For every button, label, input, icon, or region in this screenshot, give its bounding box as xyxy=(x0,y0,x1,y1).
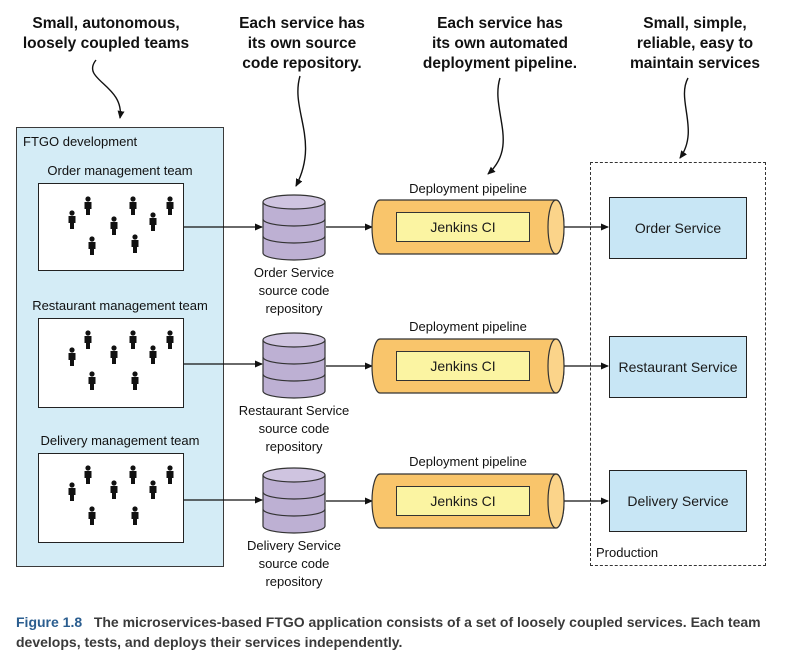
person-icon xyxy=(129,330,137,349)
production-boundary xyxy=(590,162,766,566)
services-heading-line-2: reliable, easy to xyxy=(636,35,754,52)
jenkins-ci-box-order: Jenkins CI xyxy=(396,212,530,242)
repo-label-restaurant: Restaurant Service source code repositor… xyxy=(224,402,364,456)
repo-label-order-line-3: repository xyxy=(265,301,323,316)
repo-label-order-line-1: Order Service xyxy=(253,265,335,280)
pipelines-heading-line-1: Each service has xyxy=(437,15,563,32)
database-icon xyxy=(262,194,326,261)
person-icon xyxy=(149,345,157,364)
pipeline-label-delivery: Deployment pipeline xyxy=(409,454,527,469)
repos-annotation-arrow xyxy=(295,75,307,187)
repo-label-delivery-line-2: source code xyxy=(258,556,330,571)
jenkins-ci-box-restaurant: Jenkins CI xyxy=(396,351,530,381)
services-heading-line-3: maintain services xyxy=(629,55,761,72)
person-icon xyxy=(131,506,139,525)
teams-heading-line-2: loosely coupled teams xyxy=(22,35,190,52)
delivery-team-people xyxy=(68,465,174,525)
production-label: Production xyxy=(596,545,659,560)
services-heading-line-1: Small, simple, xyxy=(643,15,747,32)
figure-caption-text: The microservices-based FTGO application… xyxy=(16,614,761,650)
service-label-delivery: Delivery Service xyxy=(627,493,729,509)
repo-label-order-line-2: source code xyxy=(258,283,330,298)
person-icon xyxy=(110,345,118,364)
team-label-delivery: Delivery management team xyxy=(40,433,200,448)
person-icon xyxy=(88,506,96,525)
jenkins-ci-label-order: Jenkins CI xyxy=(430,219,496,235)
person-icon xyxy=(149,480,157,499)
jenkins-ci-label-restaurant: Jenkins CI xyxy=(430,358,496,374)
person-icon xyxy=(166,196,174,215)
pipelines-heading-line-2: its own automated xyxy=(431,35,569,52)
pipeline-label-order: Deployment pipeline xyxy=(409,181,527,196)
team-box-restaurant xyxy=(38,318,184,408)
person-icon xyxy=(149,212,157,231)
service-box-order: Order Service xyxy=(609,197,747,259)
person-icon xyxy=(166,465,174,484)
person-icon xyxy=(84,330,92,349)
team-label-restaurant: Restaurant management team xyxy=(32,298,208,313)
person-icon xyxy=(131,371,139,390)
person-icon xyxy=(129,465,137,484)
teams-heading: Small, autonomous, loosely coupled teams xyxy=(6,14,206,54)
pipeline-label-restaurant: Deployment pipeline xyxy=(409,319,527,334)
person-icon xyxy=(68,482,76,501)
repo-label-order: Order Service source code repository xyxy=(224,264,364,318)
person-icon xyxy=(84,465,92,484)
person-icon xyxy=(88,371,96,390)
services-heading: Small, simple, reliable, easy to maintai… xyxy=(605,14,785,74)
service-box-restaurant: Restaurant Service xyxy=(609,336,747,398)
order-team-people xyxy=(68,196,174,255)
person-icon xyxy=(88,236,96,255)
person-icon xyxy=(84,196,92,215)
team-box-delivery xyxy=(38,453,184,543)
jenkins-ci-label-delivery: Jenkins CI xyxy=(430,493,496,509)
panel-title: FTGO development xyxy=(23,134,138,149)
teams-annotation-arrow xyxy=(91,59,125,119)
figure-number: Figure 1.8 xyxy=(16,614,83,630)
repo-label-restaurant-line-3: repository xyxy=(265,439,323,454)
repos-heading: Each service has its own source code rep… xyxy=(212,14,392,74)
repo-label-restaurant-line-2: source code xyxy=(258,421,330,436)
person-icon xyxy=(110,480,118,499)
teams-heading-line-1: Small, autonomous, xyxy=(32,15,180,32)
figure-caption: Figure 1.8 The microservices-based FTGO … xyxy=(16,612,776,652)
services-annotation-arrow xyxy=(679,77,689,159)
team-label-order: Order management team xyxy=(47,163,193,178)
jenkins-ci-box-delivery: Jenkins CI xyxy=(396,486,530,516)
person-icon xyxy=(68,347,76,366)
person-icon xyxy=(68,210,76,229)
service-label-restaurant: Restaurant Service xyxy=(618,359,738,375)
repo-label-delivery-line-1: Delivery Service xyxy=(247,538,341,553)
repos-heading-line-3: code repository. xyxy=(242,55,362,72)
repos-heading-line-2: its own source xyxy=(247,35,357,52)
repo-label-restaurant-line-1: Restaurant Service xyxy=(238,403,350,418)
service-label-order: Order Service xyxy=(634,220,722,236)
person-icon xyxy=(129,196,137,215)
repo-label-delivery: Delivery Service source code repository xyxy=(224,537,364,591)
database-icon xyxy=(262,467,326,534)
repos-heading-line-1: Each service has xyxy=(239,15,365,32)
person-icon xyxy=(110,216,118,235)
person-icon xyxy=(166,330,174,349)
pipelines-heading-line-3: deployment pipeline. xyxy=(422,55,578,72)
pipelines-heading: Each service has its own automated deplo… xyxy=(400,14,600,74)
person-icon xyxy=(131,234,139,253)
repo-label-delivery-line-3: repository xyxy=(265,574,323,589)
database-icon xyxy=(262,332,326,399)
service-box-delivery: Delivery Service xyxy=(609,470,747,532)
pipelines-annotation-arrow xyxy=(487,77,504,175)
restaurant-team-people xyxy=(68,330,174,390)
